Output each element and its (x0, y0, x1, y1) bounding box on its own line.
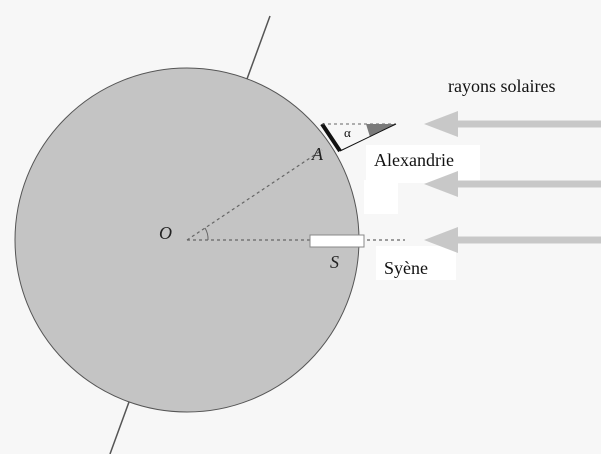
small-white-box (364, 180, 398, 214)
sun-rays-label: rayons solaires (448, 76, 555, 96)
arrow-head-icon (424, 227, 458, 253)
alexandria-label-box (366, 145, 480, 183)
alpha-label: α (344, 125, 351, 140)
point-s-label: S (330, 252, 339, 272)
obelisk-alexandria (320, 122, 342, 153)
arrow-head-icon (424, 171, 458, 197)
ray-to-obelisk (339, 123, 397, 152)
well-syene (309, 234, 365, 248)
alexandria-label: Alexandrie (374, 150, 454, 170)
sun-rays (424, 111, 601, 253)
syene-label-box (376, 246, 456, 280)
arrow-head-icon (424, 111, 458, 137)
central-angle-mark (204, 227, 209, 241)
syene-label: Syène (384, 258, 428, 278)
center-label: O (159, 223, 172, 243)
point-a-label: A (311, 144, 324, 164)
